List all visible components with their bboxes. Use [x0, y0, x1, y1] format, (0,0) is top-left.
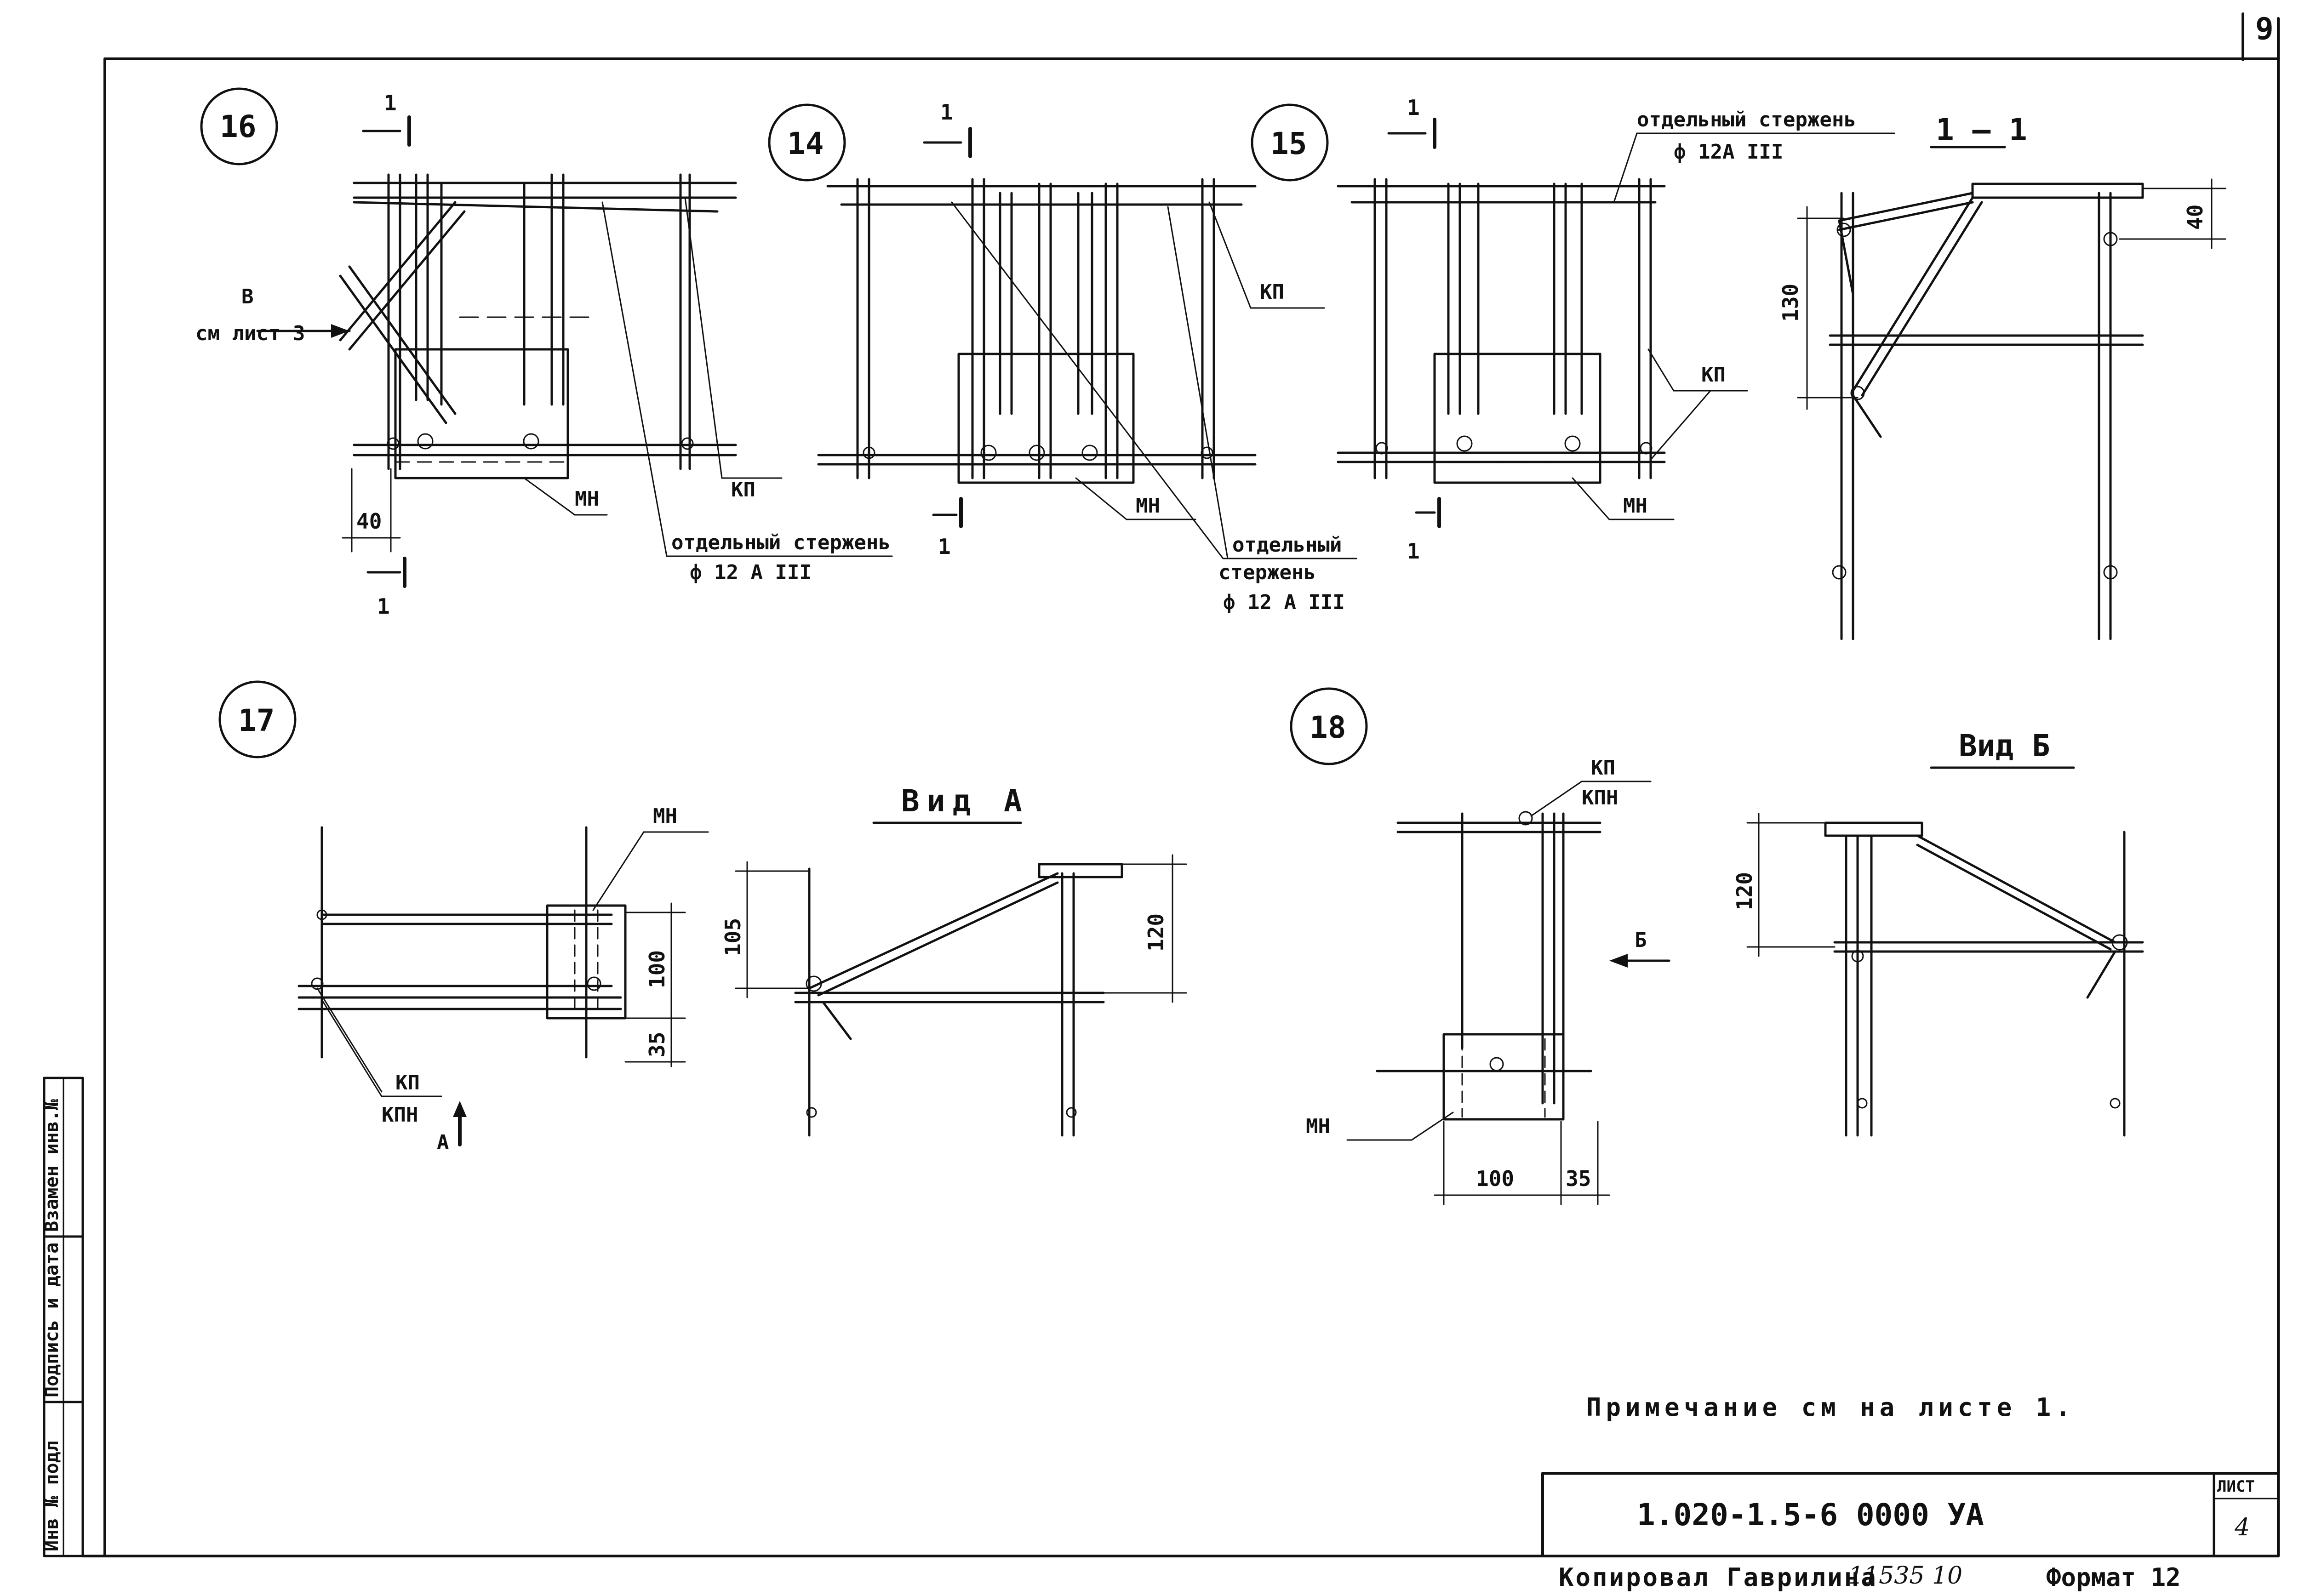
view-a-title: Вид А: [901, 783, 1029, 819]
copied-by: Копировал Гаврилина: [1559, 1563, 1878, 1592]
format-label: Формат 12: [2046, 1563, 2181, 1592]
detail-16-marker: [200, 87, 278, 165]
detail-16-section-top: 1: [384, 91, 397, 115]
detail-15-number: 15: [1270, 126, 1307, 161]
detail-14-number: 14: [787, 126, 824, 161]
detail-17-arrow: А: [437, 1131, 449, 1154]
page-number: 9: [2255, 11, 2274, 46]
detail-15-plate: [1433, 353, 1601, 484]
detail-16-plate: [394, 348, 569, 479]
detail-16-arrow-label-2: см лист 3: [195, 322, 305, 345]
detail-18-kpn: КПН: [1582, 786, 1618, 809]
title-block: [1541, 1472, 2280, 1557]
detail-14-rod-2: стержень: [1218, 561, 1316, 584]
detail-15-rod-2: ф 12А III: [1674, 140, 1783, 164]
detail-16-dim: 40: [356, 509, 382, 534]
detail-17-dim-2: 35: [645, 1032, 669, 1057]
detail-14-rod-3: ф 12 А III: [1223, 591, 1345, 614]
detail-16-kp: КП: [731, 478, 755, 502]
detail-16-arrow-label-1: В: [241, 285, 254, 308]
detail-15-marker: [1251, 103, 1329, 182]
copied-by-sign: 11535 10: [1848, 1562, 1962, 1590]
section-1-1-title: 1 — 1: [1936, 112, 2027, 148]
detail-18-number: 18: [1310, 710, 1346, 745]
side-stamp-col1: Инв № подл: [41, 1441, 63, 1551]
detail-16: 16 1 В с: [195, 87, 893, 619]
detail-18-mn: МН: [1306, 1115, 1330, 1138]
sheet-frame: [81, 12, 2280, 1557]
side-stamp: Взамен инв.№ Подпись и дата Инв № подл: [41, 1077, 84, 1557]
detail-18: 18 КП КПН Б МН 100 35: [1290, 687, 1670, 1205]
detail-15: 15 1 1 отдельный стержень ф 12А III: [1251, 95, 1895, 564]
detail-17-kp: КП: [395, 1071, 420, 1094]
detail-16-mn: МН: [575, 487, 599, 511]
detail-16-rod-2: ф 12 А III: [690, 561, 812, 584]
detail-17-kpn: КПН: [382, 1103, 418, 1127]
detail-14-marker: [768, 103, 846, 182]
section-1-1-slab: [1971, 182, 2144, 199]
detail-14-section-bottom: 1: [938, 534, 951, 559]
view-a-slab: [1038, 863, 1123, 878]
detail-16-section-bottom: 1: [377, 594, 390, 619]
detail-16-rod-1: отдельный стержень: [671, 531, 891, 554]
view-b-title: Вид Б: [1959, 728, 2050, 764]
view-a: Вид А 105 120: [721, 783, 1187, 1137]
detail-18-arrow: Б: [1635, 929, 1647, 952]
view-a-dim-right: 120: [1144, 913, 1168, 952]
detail-17-dim-1: 100: [645, 950, 669, 988]
side-stamp-col2: Подпись и дата: [41, 1243, 63, 1397]
detail-18-kp: КП: [1591, 756, 1615, 780]
detail-17-number: 17: [238, 703, 275, 738]
detail-15-rod-1: отдельный стержень: [1637, 108, 1856, 131]
detail-14-rod-1: отдельный: [1232, 533, 1342, 557]
document-code: 1.020-1.5-6 0000 УА: [1637, 1497, 1984, 1533]
sheet-value: 4: [2234, 1514, 2250, 1541]
detail-17-mn: МН: [653, 804, 677, 828]
detail-14-kp: КП: [1260, 280, 1284, 304]
detail-14: 14 1 1 КП МН: [768, 100, 1357, 614]
detail-18-plate: [1442, 1033, 1565, 1121]
section-1-1-dim-top: 40: [2183, 205, 2207, 230]
detail-15-section-top: 1: [1407, 95, 1420, 120]
section-1-1: 1 — 1 130 40: [1778, 112, 2226, 640]
note-text: Примечание см на листе 1.: [1586, 1393, 2075, 1422]
detail-15-mn: МН: [1623, 494, 1647, 518]
view-b: Вид Б 120: [1732, 728, 2144, 1137]
view-b-slab: [1824, 821, 1923, 837]
section-1-1-dim-height: 130: [1778, 284, 1803, 322]
sheet-label: ЛИСТ: [2217, 1477, 2255, 1496]
detail-18-dim-2: 35: [1566, 1166, 1591, 1191]
detail-17-marker: [218, 680, 297, 758]
detail-17-plate: [546, 904, 627, 1020]
detail-18-marker: [1290, 687, 1368, 765]
view-a-dim-left: 105: [721, 918, 745, 956]
detail-14-section-top: 1: [940, 100, 953, 125]
detail-16-number: 16: [220, 109, 256, 144]
detail-15-kp: КП: [1701, 363, 1726, 387]
detail-17: 17 МН 100 35 КП КПН А: [218, 680, 709, 1154]
detail-18-dim-1: 100: [1476, 1166, 1514, 1191]
detail-14-plate: [957, 353, 1135, 484]
view-b-dim-left: 120: [1732, 872, 1757, 910]
detail-14-mn: МН: [1136, 494, 1160, 518]
detail-15-section-bottom: 1: [1407, 539, 1420, 564]
side-stamp-col3: Взамен инв.№: [41, 1099, 63, 1232]
